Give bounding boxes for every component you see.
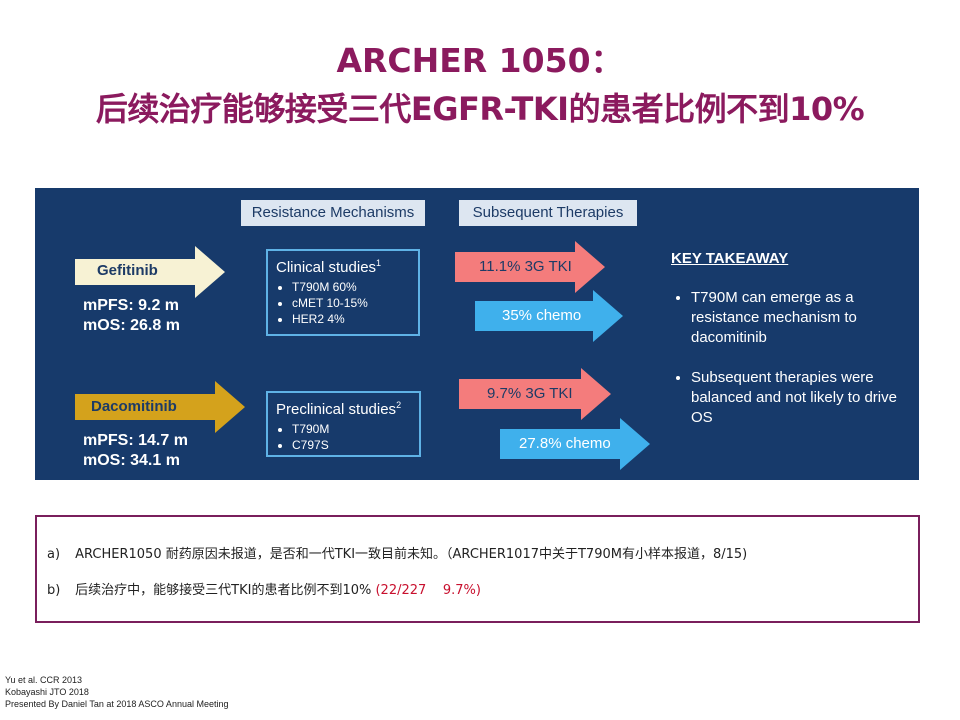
gefitinib-chemo-arrow-icon — [475, 290, 623, 342]
clinical-studies-box: Clinical studies1 T790M 60% cMET 10-15% … — [266, 249, 420, 336]
dacomitinib-chemo-label: 27.8% chemo — [519, 435, 611, 452]
key-takeaway-list: T790M can emerge as a resistance mechani… — [671, 288, 903, 448]
gefitinib-mpfs: mPFS: 9.2 m — [83, 297, 180, 314]
preclinical-studies-ref: 2 — [396, 400, 402, 410]
preclinical-study-item: T790M — [292, 421, 411, 437]
clinical-study-item: HER2 4% — [292, 311, 410, 327]
gefitinib-mos: mOS: 26.8 m — [83, 317, 180, 334]
preclinical-studies-title: Preclinical studies — [276, 401, 397, 418]
gefitinib-chemo-label: 35% chemo — [502, 307, 582, 324]
slide-title-line2: 后续治疗能够接受三代EGFR-TKI的患者比例不到10% — [95, 90, 865, 128]
reference-line: Kobayashi JTO 2018 — [5, 687, 89, 697]
dacomitinib-3g-tki-label: 9.7% 3G TKI — [487, 385, 573, 402]
dacomitinib-mos: mOS: 34.1 m — [83, 452, 180, 469]
note-a: a) ARCHER1050 耐药原因未报道，是否和一代TKI一致目前未知。（AR… — [47, 543, 747, 562]
gefitinib-label: Gefitinib — [97, 262, 158, 279]
references: Yu et al. CCR 2013 Kobayashi JTO 2018 Pr… — [5, 674, 228, 710]
note-b-ratio: (22/227 9.7%) — [375, 583, 481, 598]
gefitinib-3g-tki-arrow-icon — [455, 241, 605, 293]
subsequent-therapies-header: Subsequent Therapies — [459, 200, 637, 226]
note-a-label: a) — [47, 547, 61, 562]
key-takeaway-title: KEY TAKEAWAY — [671, 250, 789, 267]
clinical-studies-ref: 1 — [376, 258, 382, 268]
reference-line: Presented By Daniel Tan at 2018 ASCO Ann… — [5, 699, 229, 709]
dacomitinib-chemo-arrow-icon — [500, 418, 650, 470]
archer-figure-panel: Resistance Mechanisms Subsequent Therapi… — [35, 188, 919, 480]
dacomitinib-3g-tki-arrow-icon — [459, 368, 611, 420]
note-b-text: 后续治疗中，能够接受三代TKI的患者比例不到10% — [75, 583, 372, 598]
preclinical-study-item: C797S — [292, 437, 411, 453]
note-a-text: ARCHER1050 耐药原因未报道，是否和一代TKI一致目前未知。（ARCHE… — [75, 547, 748, 562]
gefitinib-3g-tki-label: 11.1% 3G TKI — [479, 258, 572, 275]
dacomitinib-mpfs: mPFS: 14.7 m — [83, 432, 188, 449]
dacomitinib-label: Dacomitinib — [91, 398, 177, 415]
note-b: b) 后续治疗中，能够接受三代TKI的患者比例不到10% (22/227 9.7… — [47, 579, 481, 598]
clinical-study-item: T790M 60% — [292, 279, 410, 295]
key-takeaway-item: Subsequent therapies were balanced and n… — [691, 368, 903, 428]
key-takeaway-item: T790M can emerge as a resistance mechani… — [691, 288, 903, 348]
clinical-studies-title: Clinical studies — [276, 259, 377, 276]
notes-box: a) ARCHER1050 耐药原因未报道，是否和一代TKI一致目前未知。（AR… — [35, 515, 920, 623]
note-b-label: b) — [47, 583, 61, 598]
gefitinib-arrow-icon — [75, 246, 225, 298]
resistance-mechanisms-header: Resistance Mechanisms — [241, 200, 425, 226]
slide-title-line1: ARCHER 1050： — [336, 41, 624, 80]
dacomitinib-arrow-icon — [75, 381, 245, 433]
clinical-study-item: cMET 10-15% — [292, 295, 410, 311]
preclinical-studies-box: Preclinical studies2 T790M C797S — [266, 391, 421, 457]
reference-line: Yu et al. CCR 2013 — [5, 675, 83, 685]
